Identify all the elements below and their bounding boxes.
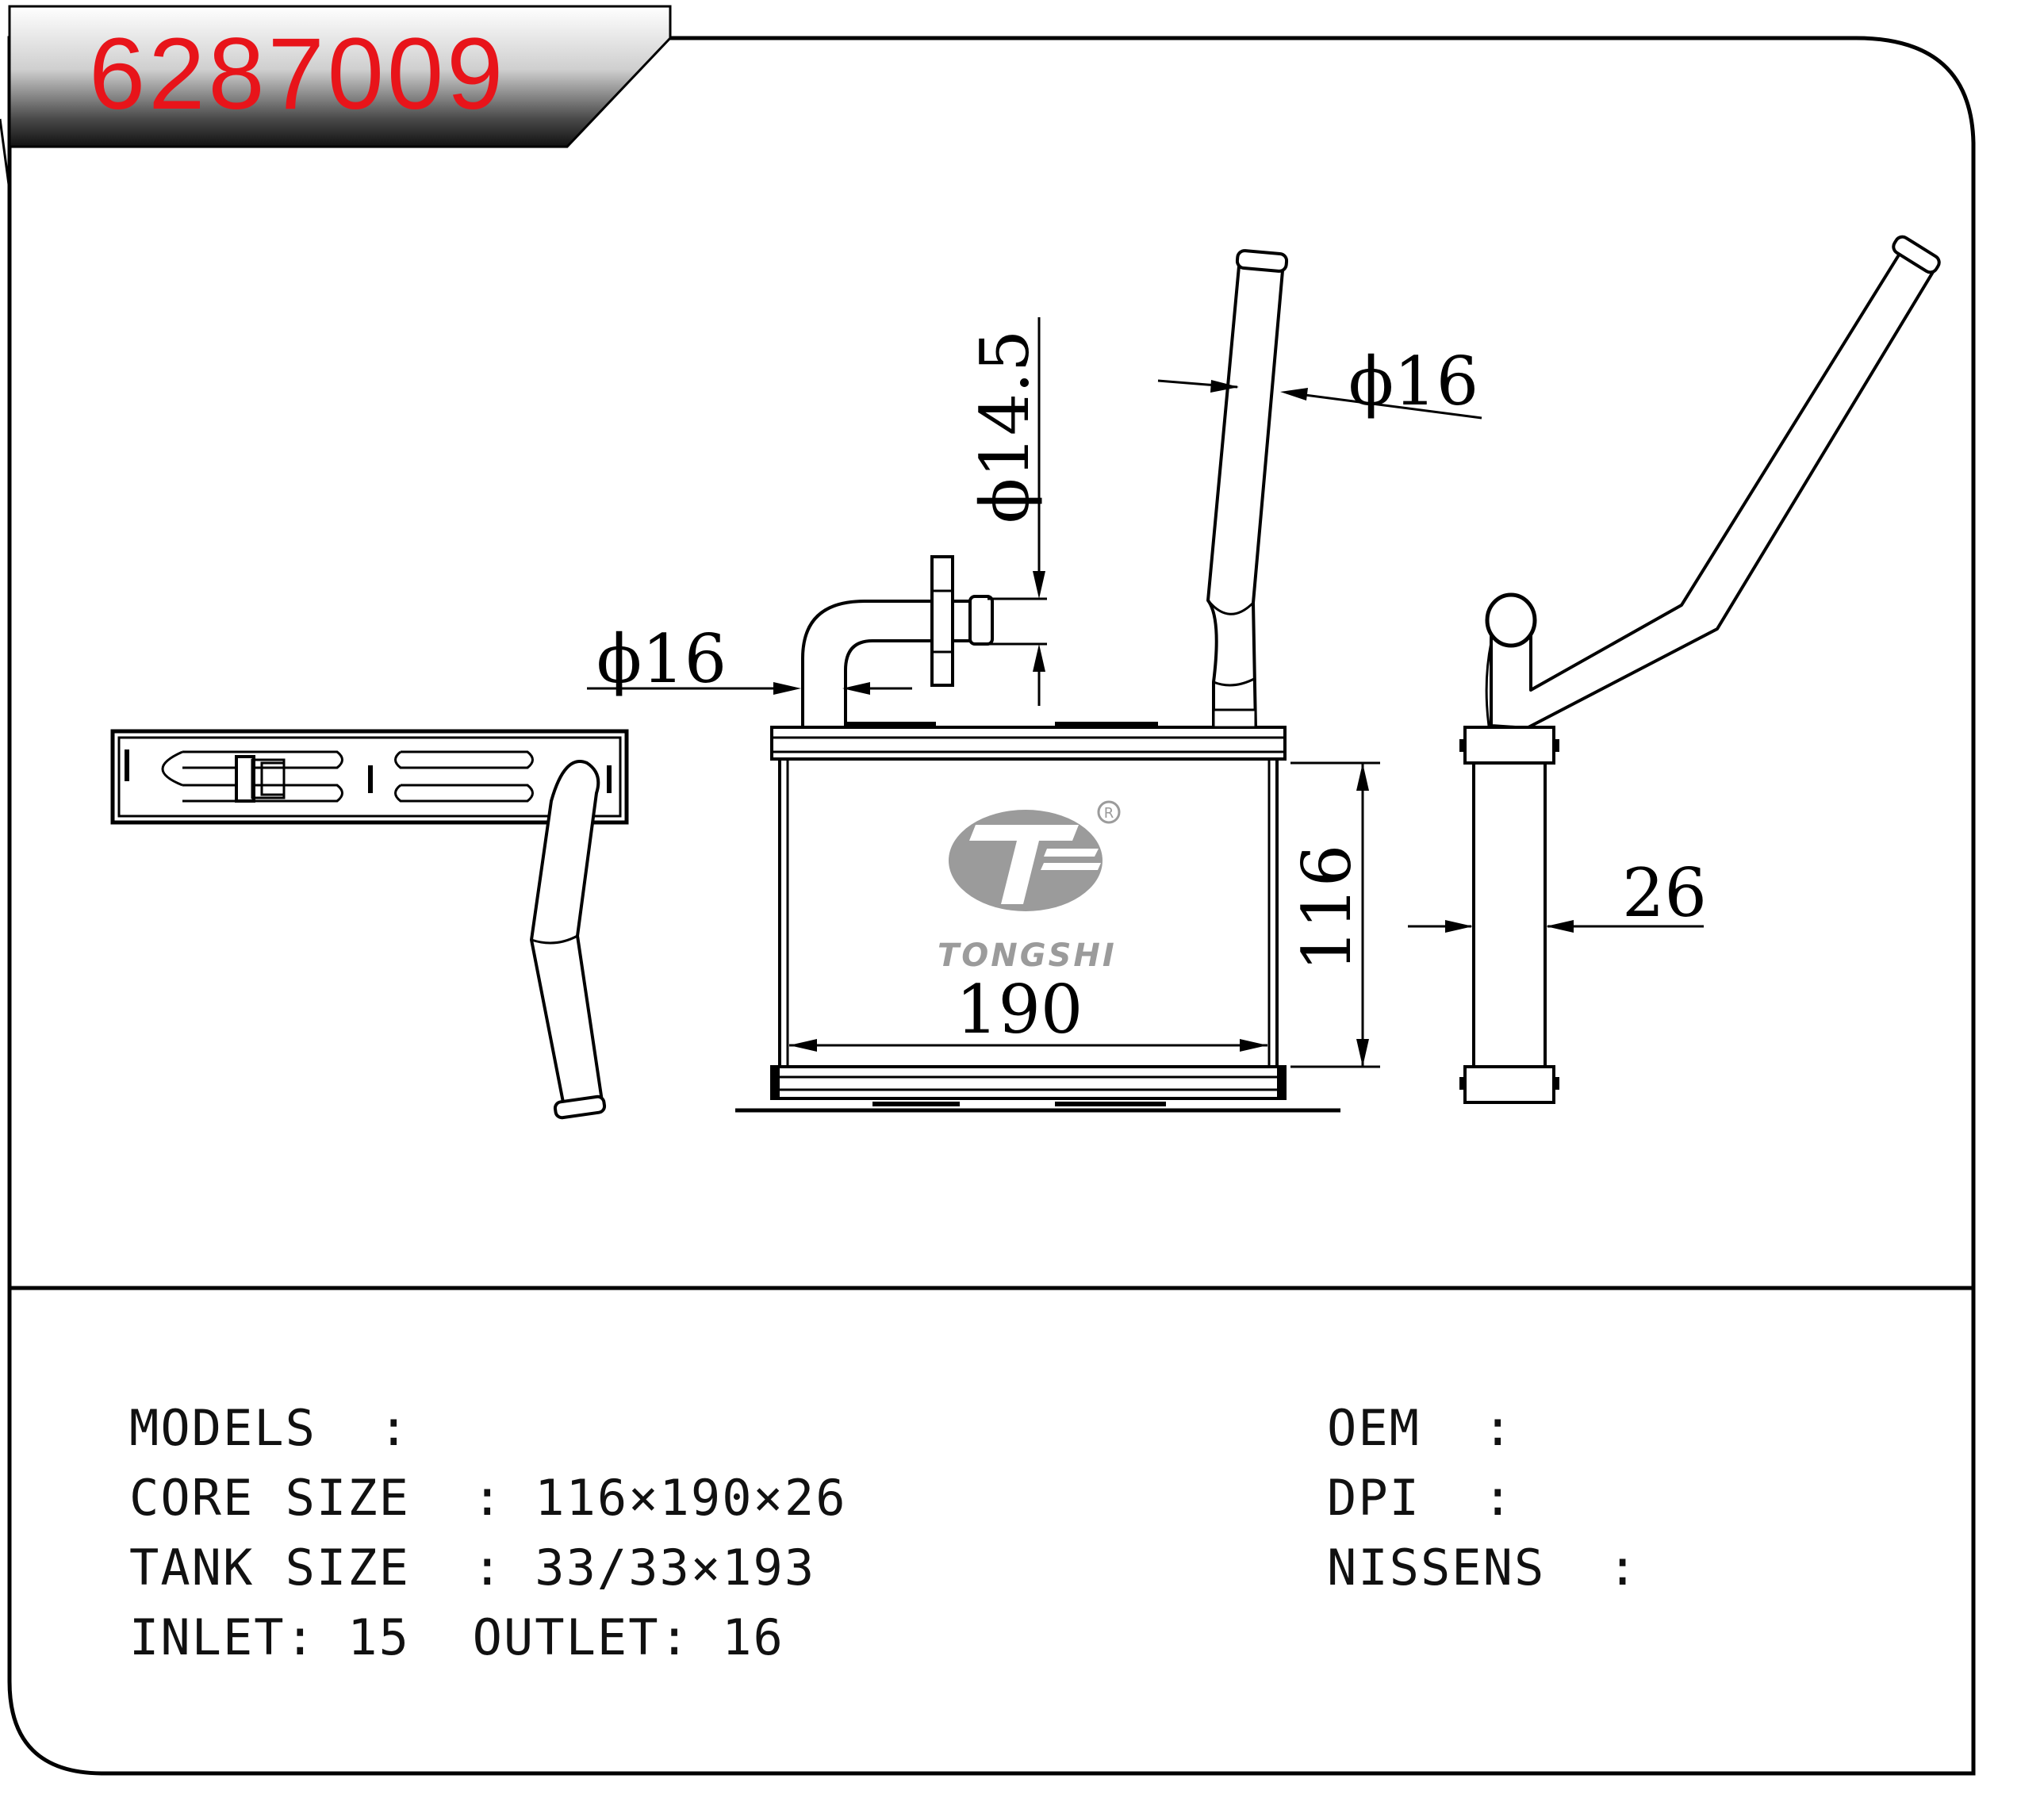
inlet-flange [930,555,954,687]
side-view-pipe [1490,248,1937,730]
flange-diameter-label: ϕ14.5 [966,330,1044,523]
core-width-label: 190 [956,971,1083,1048]
title-tab [8,5,672,148]
outlet-diameter-label: ϕ16 [1348,343,1478,420]
spec-nissens: NISSENS : [1327,1539,1639,1597]
outer-frame [7,36,1976,1776]
spec-dpi: DPI : [1327,1469,1514,1527]
dimension-lines: ϕ16 ϕ14.5 ϕ16 116 190 26 [587,317,1707,1068]
inlet-diameter-label: ϕ16 [596,620,727,698]
top-view [110,729,629,1120]
core-height-label: 116 [1288,845,1366,972]
spec-oem: OEM : [1327,1399,1514,1457]
svg-text:R: R [1104,805,1114,822]
core-depth-label: 26 [1622,854,1707,932]
side-view [1459,235,1941,1104]
spec-tank-size: TANK SIZE : 33/33×193 [129,1539,816,1597]
spec-core-size: CORE SIZE : 116×190×26 [129,1469,847,1527]
side-view-core [1472,760,1547,1071]
spec-inlet-outlet: INLET: 15 OUTLET: 16 [129,1608,784,1666]
top-view-pipe [530,760,604,1112]
tongshi-logo: R TONGSHI [938,800,1121,974]
part-number: 6287009 [89,17,507,131]
outlet-pipe [1206,256,1285,729]
inlet-pipe [801,600,938,729]
brand-wordmark: TONGSHI [938,937,1117,974]
frame-corner-mark [0,118,11,191]
spec-models: MODELS : [129,1399,410,1457]
